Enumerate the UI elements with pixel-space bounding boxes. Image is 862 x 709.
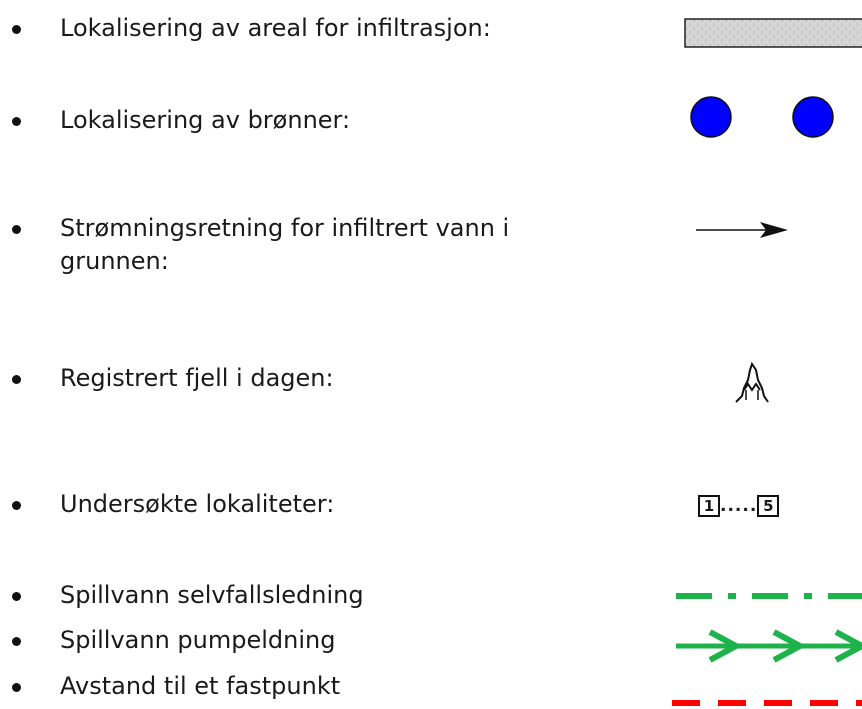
bullet [12, 117, 21, 126]
bullet [12, 225, 21, 234]
legend-label: Spillvann pumpeldning [60, 626, 336, 654]
legend-label: Lokalisering av areal for infiltrasjon: [60, 14, 491, 42]
wells-icon [690, 96, 834, 138]
bullet [12, 25, 21, 34]
bullet [12, 375, 21, 384]
locality-number-box: 5 [757, 495, 780, 517]
green-arrow-line-icon [676, 629, 862, 663]
locality-number-box: 1 [698, 495, 720, 517]
dash-dot-line-icon [676, 593, 862, 599]
bullet [12, 501, 21, 510]
bullet [12, 592, 21, 601]
bullet [12, 637, 21, 646]
legend-label: Undersøkte lokaliteter: [60, 490, 335, 518]
locality-dots: ..... [720, 496, 758, 516]
arrow-right-icon [696, 222, 788, 238]
red-dashed-line-icon [672, 700, 862, 706]
bullet [12, 683, 21, 692]
rock-outcrop-icon [735, 361, 769, 403]
infiltration-area-icon [684, 18, 862, 48]
well-circle-icon [792, 96, 834, 138]
legend-label: Lokalisering av brønner: [60, 106, 351, 134]
legend-label: Spillvann selvfallsledning [60, 581, 364, 609]
legend-label: Registrert fjell i dagen: [60, 364, 334, 392]
well-circle-icon [690, 96, 732, 138]
legend-label: Avstand til et fastpunkt [60, 672, 341, 700]
localities-symbol: 1.....5 [698, 495, 780, 517]
legend-label: Strømningsretning for infiltrert vann i … [60, 214, 510, 275]
